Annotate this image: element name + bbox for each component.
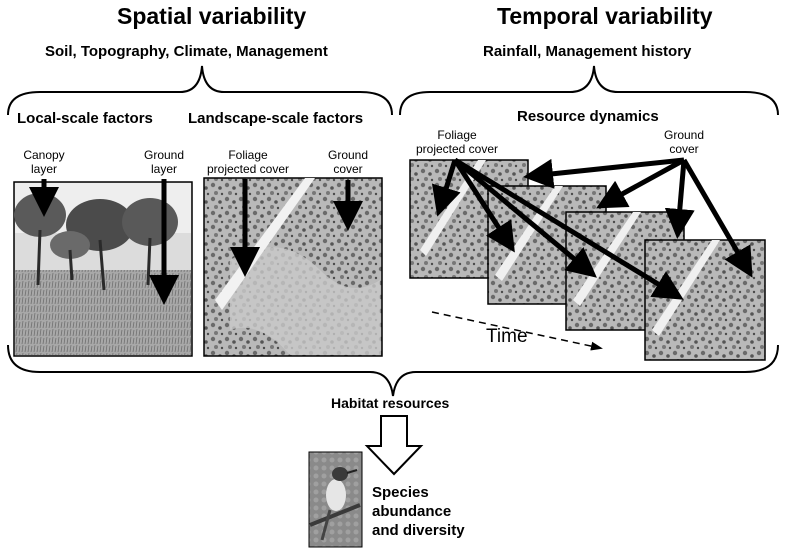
dyn-foliage-arrow-4 <box>453 157 684 300</box>
spatial-title: Spatial variability <box>117 3 307 29</box>
temporal-brace <box>399 65 779 116</box>
habitat-down-arrow <box>364 415 424 476</box>
time-arrow <box>431 311 603 351</box>
spatial-subtitle: Soil, Topography, Climate, Management <box>45 43 328 60</box>
bird-photo <box>308 451 363 548</box>
landscape-scale-title: Landscape-scale factors <box>188 110 364 127</box>
local-scale-title: Local-scale factors <box>17 110 153 127</box>
aerial-frame-4 <box>644 239 766 361</box>
resource-dynamics-title: Resource dynamics <box>517 108 659 125</box>
landscape-aerial <box>203 177 383 357</box>
habitat-resources-label: Habitat resources <box>331 395 450 411</box>
dyn-ground-arrow-3 <box>664 159 695 239</box>
temporal-title: Temporal variability <box>497 3 713 29</box>
temporal-subtitle: Rainfall, Management history <box>483 43 692 60</box>
habitat-brace <box>7 344 779 397</box>
dyn-foliage-arrow-2 <box>452 158 515 253</box>
time-label: Time <box>486 326 528 347</box>
dyn-foliage-arrow-3 <box>453 158 597 278</box>
dyn-ground-arrow-4 <box>681 158 753 278</box>
spatial-brace <box>7 65 393 116</box>
dyn-ground-arrow-1 <box>523 157 685 189</box>
dyn-foliage-arrow-1 <box>431 159 461 217</box>
dyn-ground-arrow-2 <box>596 157 686 209</box>
species-label: Species abundance and diversity <box>372 484 465 539</box>
